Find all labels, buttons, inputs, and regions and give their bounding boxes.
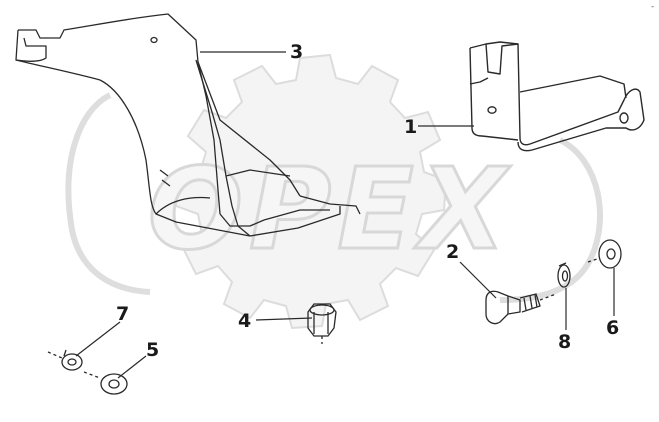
callout-8: 8: [558, 331, 571, 353]
callout-1: 1: [404, 116, 417, 138]
u-bracket: [469, 41, 645, 152]
callout-7: 7: [116, 303, 129, 325]
leader-lines: [75, 51, 615, 379]
callout-5: 5: [146, 339, 159, 361]
watermark-swoosh: [65, 92, 603, 303]
bolt: [485, 290, 557, 325]
callout-6: 6: [606, 317, 619, 339]
mounting-bracket: [15, 13, 361, 237]
corner-mark: -: [651, 2, 655, 12]
callout-2: 2: [446, 241, 459, 263]
nut: [307, 303, 337, 344]
flat-washer-left: [83, 371, 128, 395]
spring-washer-left: [47, 349, 83, 371]
callout-3: 3: [290, 41, 303, 63]
watermark-gear: [174, 53, 448, 330]
callout-4: 4: [238, 310, 251, 332]
spring-washer-right: [557, 262, 571, 288]
flat-washer-right: [587, 239, 622, 269]
